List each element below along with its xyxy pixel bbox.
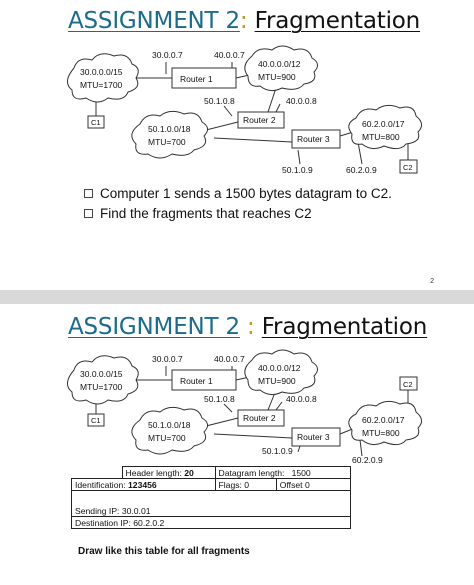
c2-label: C2 <box>403 380 413 389</box>
router1-label: Router 1 <box>180 74 213 84</box>
title-assignment: ASSIGNMENT 2 <box>68 8 240 34</box>
ip-header-table: Header length: 20 Datagram length: 1500 … <box>71 466 351 529</box>
router1-label: Router 1 <box>180 376 213 386</box>
ip-router3-right: 60.2.0.9 <box>352 455 383 465</box>
router1-box <box>171 67 237 89</box>
ip-router2-bottom: 50.1.0.8 <box>204 394 235 404</box>
c2-box <box>399 376 418 391</box>
table-row <box>71 490 351 505</box>
ip-router3-left: 50.1.0.9 <box>282 165 313 175</box>
instruction-text: Draw like this table for all fragments <box>78 546 250 557</box>
net-right-mtu: MTU=800 <box>362 132 400 142</box>
cloud-left <box>67 53 139 103</box>
router3-box <box>291 129 341 149</box>
identification-cell: Identification: 123456 <box>71 478 216 491</box>
link-top-router2 <box>267 87 277 113</box>
router2-label: Router 2 <box>243 115 276 125</box>
table-row: Header length: 20 Datagram length: 1500 <box>72 466 351 479</box>
net-top-addr: 40.0.0.0/12 <box>258 59 301 69</box>
router3-label: Router 3 <box>297 432 330 442</box>
c2-label: C2 <box>403 163 413 172</box>
table-row: Sending IP: 30.0.01 <box>71 505 351 517</box>
net-left-mtu: MTU=1700 <box>80 382 123 392</box>
bullet-text: Computer 1 sends a 1500 bytes datagram t… <box>100 186 392 201</box>
router3-box <box>291 427 341 447</box>
router2-box <box>237 409 285 427</box>
checkbox-bullet-icon <box>84 189 93 198</box>
router2-box <box>237 111 285 129</box>
bullet-item: Find the fragments that reaches C2 <box>84 206 392 221</box>
net-bottom-addr: 50.1.0.0/18 <box>148 420 191 430</box>
router3-label: Router 3 <box>297 134 330 144</box>
net-bottom-mtu: MTU=700 <box>148 433 186 443</box>
table-row: Identification: 123456 Flags: 0 Offset 0 <box>71 478 351 491</box>
cloud-right <box>348 104 422 150</box>
header-length-cell: Header length: 20 <box>121 466 216 479</box>
title-topic: Fragmentation <box>261 314 428 340</box>
link-router2-bottom <box>205 121 239 131</box>
router2-label: Router 2 <box>243 413 276 423</box>
net-top-mtu: MTU=900 <box>258 72 296 82</box>
net-bottom-mtu: MTU=700 <box>148 137 186 147</box>
cloud-bottom <box>131 406 208 455</box>
net-left-addr: 30.0.0.0/15 <box>80 369 123 379</box>
blank-row <box>71 490 351 505</box>
datagram-length-cell: Datagram length: 1500 <box>214 466 351 479</box>
net-top-addr: 40.0.0.0/12 <box>258 363 301 373</box>
network-diagram: 30.0.0.0/15 MTU=1700 40.0.0.0/12 MTU=900… <box>67 45 422 175</box>
net-right-addr: 60.2.0.0/17 <box>362 119 405 129</box>
cloud-top <box>244 45 318 92</box>
slide-1: ASSIGNMENT 2: Fragmentation <box>0 0 474 290</box>
c1-box <box>87 413 105 427</box>
bullet-item: Computer 1 sends a 1500 bytes datagram t… <box>84 186 392 201</box>
slide-gap <box>0 290 474 304</box>
slide-title: ASSIGNMENT 2 : Fragmentation <box>68 314 427 340</box>
ip-router3-right: 60.2.0.9 <box>346 165 377 175</box>
offset-cell: Offset 0 <box>275 478 351 491</box>
destination-ip-cell: Destination IP: 60.2.0.2 <box>71 516 351 529</box>
page-number: 2 <box>430 278 434 285</box>
ip-router2-top: 40.0.0.8 <box>286 394 317 404</box>
ip-router3-left: 50.1.0.9 <box>262 446 293 456</box>
slide-2: ASSIGNMENT 2 : Fragmentation <box>0 304 474 585</box>
ip-router1-left: 30.0.0.7 <box>152 354 183 364</box>
checkbox-bullet-icon <box>84 209 93 218</box>
cloud-bottom <box>131 110 208 159</box>
c1-label: C1 <box>91 416 101 425</box>
link-bottom-router3 <box>213 137 293 143</box>
table-row: Destination IP: 60.2.0.2 <box>71 516 351 529</box>
bullet-text: Find the fragments that reaches C2 <box>100 206 312 221</box>
c2-box <box>399 159 418 174</box>
net-left-addr: 30.0.0.0/15 <box>80 67 123 77</box>
ip-router1-left: 30.0.0.7 <box>152 50 183 60</box>
net-right-addr: 60.2.0.0/17 <box>362 415 405 425</box>
title-assignment: ASSIGNMENT 2 <box>68 314 240 340</box>
sending-ip-cell: Sending IP: 30.0.01 <box>71 505 351 517</box>
title-topic: Fragmentation <box>254 8 421 34</box>
cloud-left <box>67 355 139 405</box>
cloud-top <box>244 349 318 396</box>
net-right-mtu: MTU=800 <box>362 428 400 438</box>
router1-box <box>171 369 237 391</box>
cloud-right <box>348 400 422 446</box>
network-links <box>95 62 409 165</box>
net-bottom-addr: 50.1.0.0/18 <box>148 124 191 134</box>
title-separator: : <box>239 8 255 34</box>
slide-title: ASSIGNMENT 2: Fragmentation <box>68 8 420 34</box>
ip-router2-bottom: 50.1.0.8 <box>204 96 235 106</box>
title-separator: : <box>239 314 262 340</box>
ip-router1-right: 40.0.0.7 <box>214 50 245 60</box>
ip-router2-top: 40.0.0.8 <box>286 96 317 106</box>
net-top-mtu: MTU=900 <box>258 376 296 386</box>
ip-router1-right: 40.0.0.7 <box>214 354 245 364</box>
flags-cell: Flags: 0 <box>214 478 277 491</box>
bullet-list: Computer 1 sends a 1500 bytes datagram t… <box>84 186 392 226</box>
c1-box <box>87 115 105 129</box>
net-left-mtu: MTU=1700 <box>80 80 123 90</box>
c1-label: C1 <box>91 118 101 127</box>
network-diagram: 30.0.0.0/15 MTU=1700 40.0.0.0/12 MTU=900… <box>67 349 422 465</box>
